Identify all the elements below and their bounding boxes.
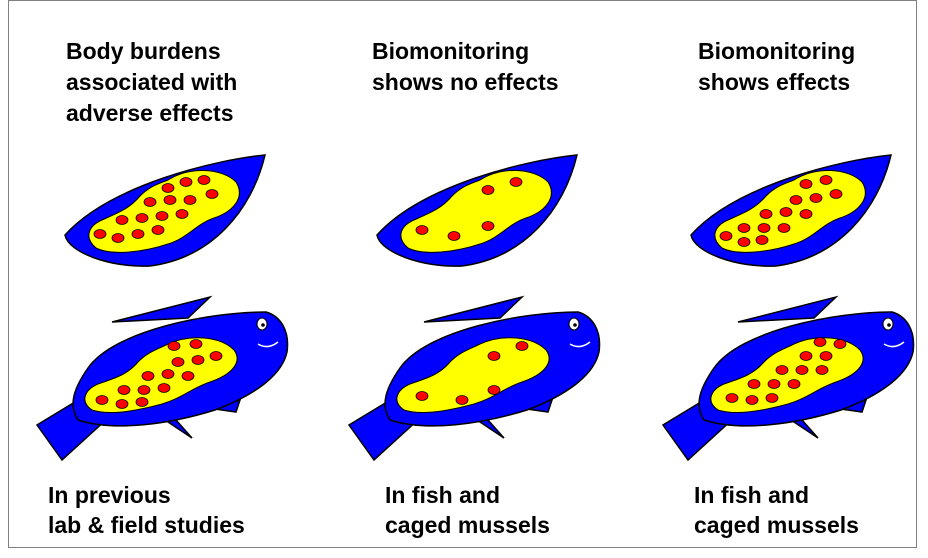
column-3-heading: Biomonitoring shows effects [698,38,856,95]
column-3-fish-dots [725,337,847,405]
slide-frame [8,0,917,548]
column-1-fish-icon [36,296,289,461]
column-2-mussel-dots [415,177,523,241]
column-1-mussel-icon [64,154,266,267]
column-2-mussel-tissue [400,169,552,253]
column-2-fish-dots [415,341,529,405]
column-3-fish-icon [662,296,915,461]
column-1-fish-dots [95,339,223,409]
fish-mouth [569,341,591,348]
column-2-mussel-icon [376,154,578,267]
column-2-fish-icon [348,296,601,461]
column-1-mussel-dots [93,175,219,243]
column-2-caption: In fish and caged mussels [385,482,550,538]
column-3-mussel-dots [719,175,843,247]
column-2-fish-tissue [396,337,550,413]
column-1-caption: In previous lab & field studies [48,482,245,538]
column-3-caption: In fish and caged mussels [694,482,859,538]
column-3-mussel-icon [690,154,892,267]
fish-mouth [883,341,905,348]
column-1-heading: Body burdens associated with adverse eff… [66,38,238,126]
column-2-heading: Biomonitoring shows no effects [372,38,559,95]
fish-mouth [257,341,279,348]
